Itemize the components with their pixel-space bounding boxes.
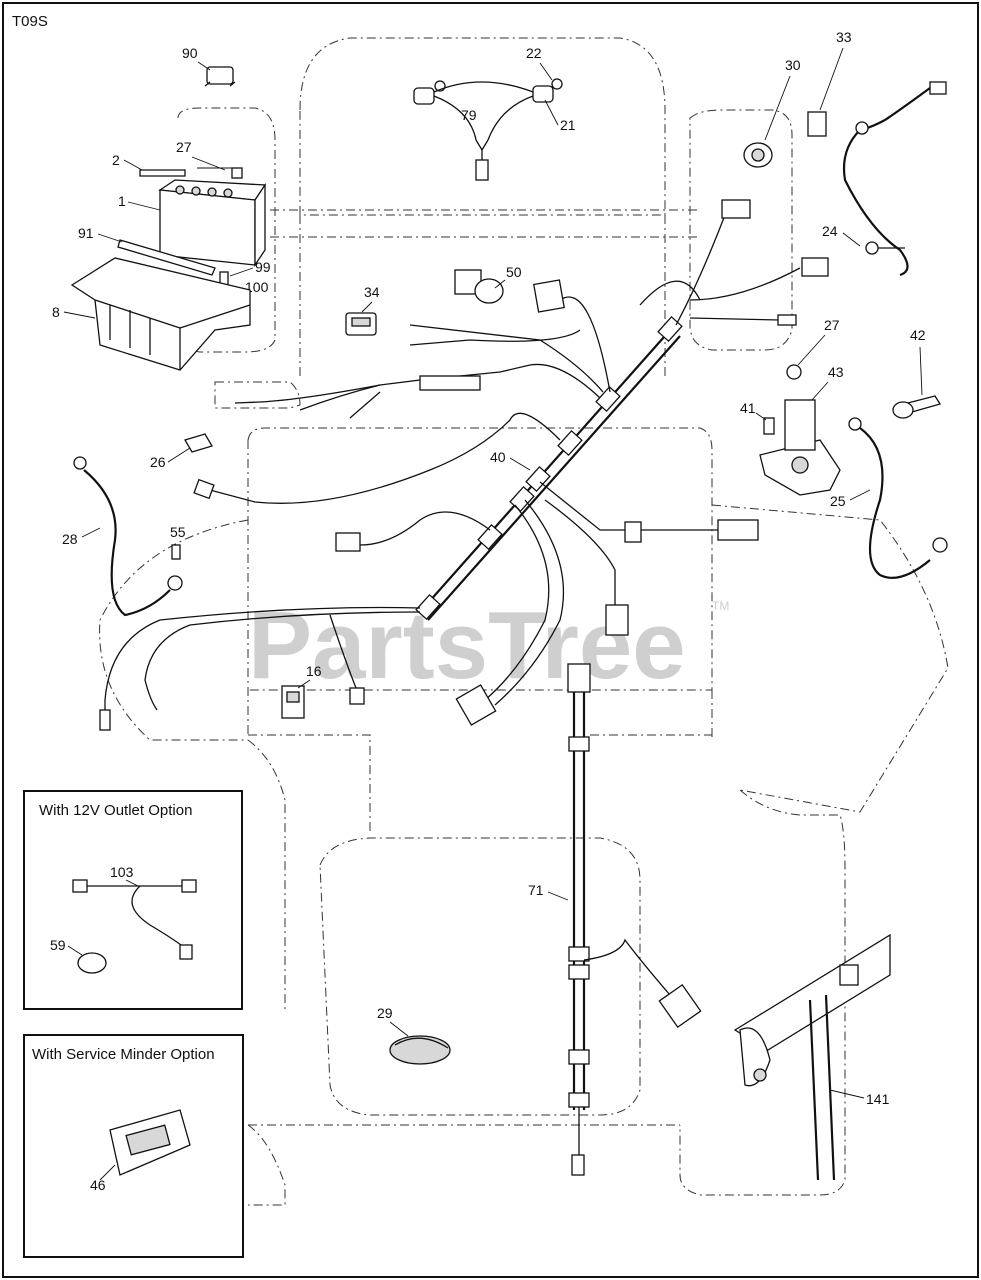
part-29-seat-switch: 29 — [377, 1005, 451, 1065]
callout-c24: 24 — [822, 223, 838, 239]
inset-service-minder: With Service Minder Option 46 — [23, 1034, 244, 1258]
part-30-ignition-switch: 30 — [743, 57, 801, 168]
callout-c8: 8 — [52, 304, 60, 320]
part-22-79-21-headlight-harness: 22 79 21 — [413, 45, 576, 181]
callout-c25: 25 — [830, 493, 846, 509]
callout-c34: 34 — [364, 284, 380, 300]
part-41-screw: 41 — [740, 400, 775, 435]
tractor-outline — [99, 37, 949, 1206]
inset-outlet-title: With 12V Outlet Option — [39, 802, 192, 819]
callout-c41: 41 — [740, 400, 756, 416]
callout-c28: 28 — [62, 531, 78, 547]
callout-c103: 103 — [110, 864, 134, 880]
part-2-bolt: 2 — [112, 152, 186, 177]
callout-c46: 46 — [90, 1177, 106, 1193]
part-42-terminal-boot: 42 — [892, 327, 942, 419]
callout-c43: 43 — [828, 364, 844, 380]
diagram-code: T09S — [12, 13, 48, 30]
callout-c26: 26 — [150, 454, 166, 470]
part-33-relay: 33 — [807, 29, 852, 137]
callout-c79: 79 — [461, 107, 477, 123]
callout-c16: 16 — [306, 663, 322, 679]
part-141-bracket: 141 — [733, 933, 891, 1181]
callout-c40: 40 — [490, 449, 506, 465]
part-71-harness: 71 — [528, 663, 702, 1176]
part-43-solenoid: 43 — [759, 364, 844, 496]
callout-c22: 22 — [526, 45, 542, 61]
part-91-strap: 91 — [78, 225, 216, 276]
callout-c27a: 27 — [176, 139, 192, 155]
part-28-cable: 28 — [62, 456, 183, 617]
callout-c71: 71 — [528, 882, 544, 898]
part-8-battery-tray: 8 — [52, 257, 251, 371]
callout-c59: 59 — [50, 937, 66, 953]
part-40-main-harness: 40 — [99, 199, 829, 731]
callout-c141: 141 — [866, 1091, 890, 1107]
callout-c33: 33 — [836, 29, 852, 45]
part-34-switch: 34 — [345, 284, 380, 336]
part-27-nut: 27 — [176, 139, 243, 179]
callout-c99: 99 — [255, 259, 271, 275]
part-27-nut-right: 27 — [786, 317, 840, 380]
callout-c42: 42 — [910, 327, 926, 343]
callout-c90: 90 — [182, 45, 198, 61]
inset-12v-outlet: With 12V Outlet Option 103 59 — [23, 790, 243, 1010]
part-50-pto-switch: 50 — [454, 264, 522, 304]
part-90-fuse-holder: 90 — [182, 45, 236, 87]
part-25-cable: 25 — [830, 417, 948, 579]
callout-c100: 100 — [245, 279, 269, 295]
part-1-battery: 1 — [118, 179, 267, 268]
part-55-screw: 55 — [170, 524, 186, 560]
watermark-tm: TM — [712, 599, 729, 613]
part-16-connector: 16 — [281, 663, 322, 719]
callout-c30: 30 — [785, 57, 801, 73]
part-24-cable: 24 — [822, 81, 947, 277]
callout-c50: 50 — [506, 264, 522, 280]
callout-c2: 2 — [112, 152, 120, 168]
callout-c55: 55 — [170, 524, 186, 540]
callout-c27b: 27 — [824, 317, 840, 333]
inset-service-minder-title: With Service Minder Option — [32, 1046, 215, 1063]
callout-c21: 21 — [560, 117, 576, 133]
callout-c91: 91 — [78, 225, 94, 241]
callout-c29: 29 — [377, 1005, 393, 1021]
part-26-clip: 26 — [150, 433, 213, 470]
callout-c1: 1 — [118, 193, 126, 209]
